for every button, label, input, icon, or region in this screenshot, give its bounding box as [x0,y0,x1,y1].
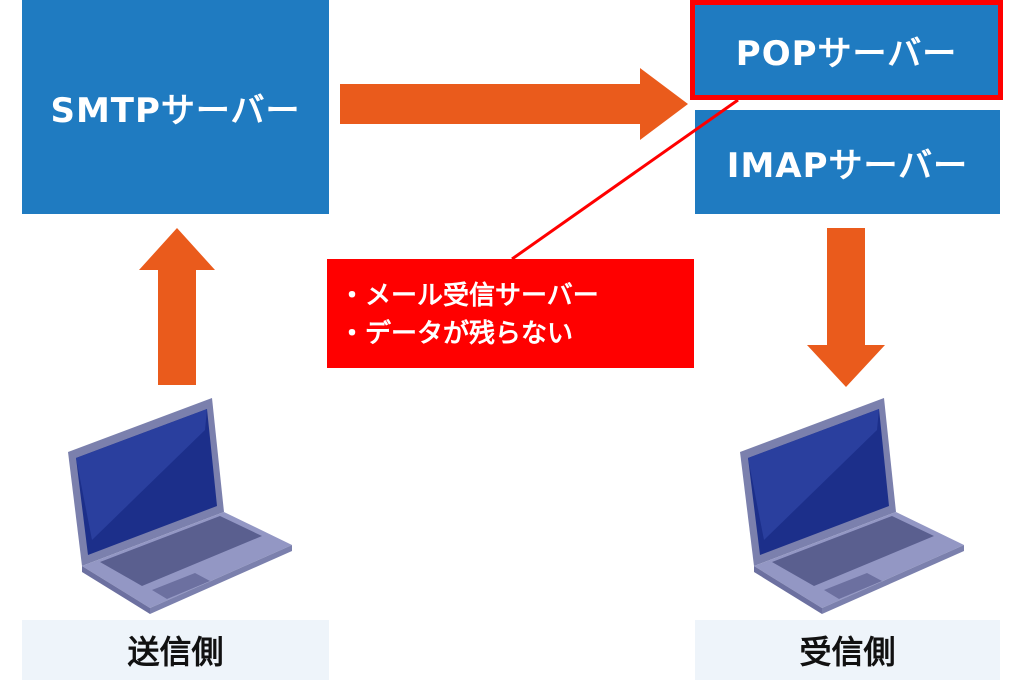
smtp-server-label: SMTPサーバー [50,90,301,131]
pop-server-label: POPサーバー [735,33,958,74]
receiver-label-band: 受信側 [695,620,1000,680]
callout-connector-line [511,98,739,261]
pop-server-box: POPサーバー [690,0,1003,100]
pop-description-callout: ・メール受信サーバー ・データが残らない [327,259,694,368]
imap-server-label: IMAPサーバー [726,145,969,186]
arrow-down-icon [807,228,885,387]
arrow-right-icon [340,68,688,140]
imap-server-box: IMAPサーバー [695,110,1000,214]
smtp-server-box: SMTPサーバー [22,0,329,214]
receiver-label: 受信側 [799,633,896,671]
sender-label-band: 送信側 [22,620,329,680]
receiver-laptop-icon [740,398,964,614]
arrow-up-icon [139,228,215,385]
callout-line-2: ・データが残らない [339,319,574,349]
callout-line-1: ・メール受信サーバー [339,281,599,311]
sender-laptop-icon [68,398,292,614]
sender-label: 送信側 [127,633,224,671]
